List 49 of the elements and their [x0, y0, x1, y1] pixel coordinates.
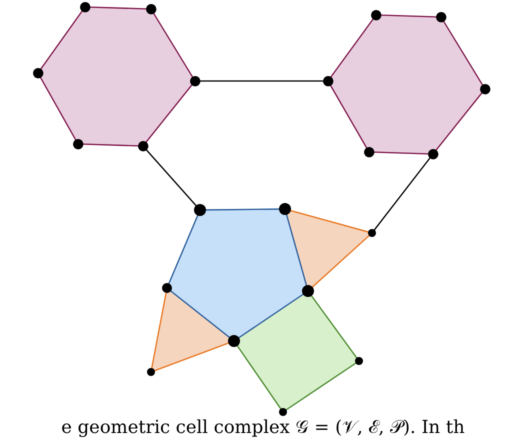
vertex-dot: [428, 148, 438, 160]
vertex-dot: [302, 285, 314, 297]
edge-line: [310, 295, 358, 358]
vertex-dot: [279, 203, 291, 215]
vertex-dot: [370, 10, 382, 20]
vertex-dot: [368, 229, 376, 237]
edge-line: [374, 157, 430, 230]
vertex-dot: [279, 408, 287, 416]
edge-line: [443, 20, 483, 86]
edge-line: [170, 290, 230, 338]
edge-line: [154, 342, 230, 372]
edge-line: [330, 18, 374, 78]
edge-line: [151, 292, 167, 369]
vertex-dot: [228, 335, 240, 347]
vertex-dot: [80, 2, 90, 12]
vertex-dot: [322, 76, 334, 86]
vertex-dot: [436, 12, 446, 22]
vertex-dot: [32, 68, 44, 78]
edge-line: [200, 80, 324, 82]
edge-line: [290, 210, 369, 233]
edge-line: [330, 84, 368, 148]
edge-line: [436, 92, 482, 151]
vertex-dot: [190, 76, 200, 86]
vertex-dot: [355, 357, 363, 365]
edge-line: [374, 152, 428, 154]
edge-line: [205, 208, 280, 211]
vertex-dot: [480, 84, 490, 94]
vertex-dot: [138, 140, 148, 152]
edge-line: [380, 14, 436, 18]
edge-line: [286, 362, 356, 410]
edge-line: [286, 214, 308, 286]
edge-line: [146, 84, 192, 143]
edge-line: [40, 76, 76, 140]
edge-line: [82, 144, 138, 146]
edge-line: [312, 235, 370, 288]
vertex-dot: [147, 368, 155, 376]
edge-line: [236, 345, 282, 410]
edge-line: [238, 294, 304, 338]
edge-line: [90, 6, 146, 10]
caption-text: e geometric cell complex 𝒢 = (𝒱, ℰ, 𝒫). In th: [61, 416, 465, 440]
edge-line: [168, 214, 198, 284]
vertex-dot: [72, 138, 84, 150]
edge-line: [153, 12, 193, 78]
vertex-dot: [364, 146, 374, 158]
vertex-dot: [146, 4, 156, 14]
vertex-dot: [194, 204, 206, 216]
edge-line: [146, 149, 197, 206]
edge-line: [40, 10, 83, 70]
vertex-dot: [162, 283, 172, 293]
